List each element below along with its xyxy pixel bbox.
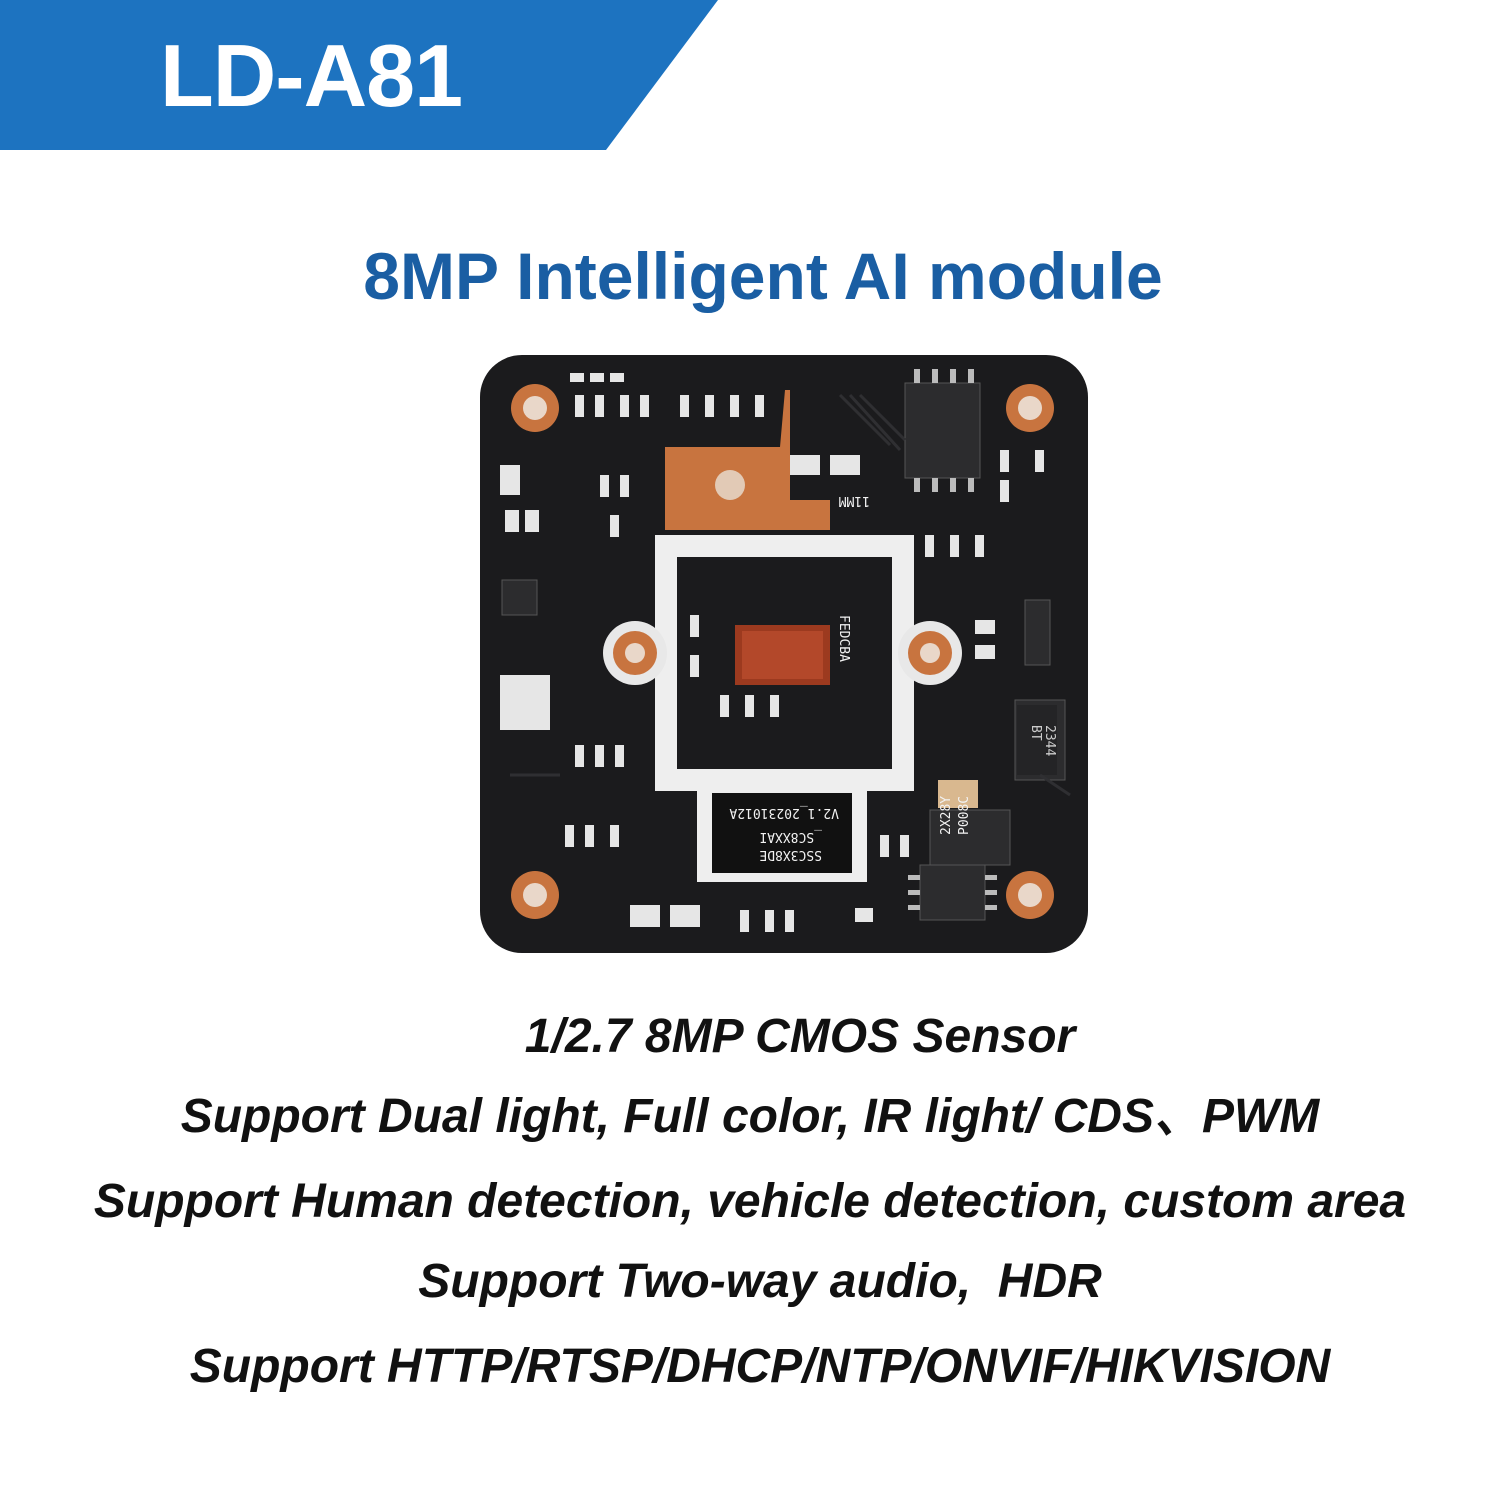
lens-mount-holes bbox=[603, 621, 962, 685]
tantalum-capacitor bbox=[938, 780, 978, 808]
header-banner bbox=[0, 0, 718, 150]
inductor bbox=[1017, 705, 1057, 775]
label-plate bbox=[712, 793, 852, 873]
copper-pad bbox=[665, 390, 830, 530]
chip-label-1: 2X28Y bbox=[939, 796, 954, 835]
chip-label-3: BT bbox=[1028, 725, 1043, 741]
ic-pins bbox=[908, 369, 997, 910]
silkscreen-model: _SC8XXAI bbox=[759, 829, 822, 844]
camera-module-board-image: V2.1_20231012A _SC8XXAI SSC3X8DE FEDCBA … bbox=[480, 355, 1088, 953]
chip-label-0: FEDCBA bbox=[836, 615, 851, 662]
feature-item: Support HTTP/RTSP/DHCP/NTP/ONVIF/HIKVISI… bbox=[189, 1340, 1331, 1393]
banner-shape bbox=[0, 0, 718, 150]
silkscreen-part: SSC3X8DE bbox=[759, 847, 822, 862]
feature-item: Support Two-way audio, HDR bbox=[418, 1255, 1102, 1308]
chip-label-2: P008C bbox=[957, 796, 972, 835]
feature-item: 1/2.7 8MP CMOS Sensor bbox=[524, 1010, 1076, 1063]
mounting-holes bbox=[511, 384, 1054, 919]
silkscreen-text: V2.1_20231012A _SC8XXAI SSC3X8DE FEDCBA … bbox=[729, 493, 1057, 862]
product-headline: 8MP Intelligent AI module bbox=[363, 239, 1163, 313]
chip-label-5: 11MM bbox=[839, 493, 870, 508]
model-title: LD-A81 bbox=[160, 26, 463, 125]
feature-item: Support Dual light, Full color, IR light… bbox=[180, 1090, 1320, 1143]
silkscreen-version: V2.1_20231012A bbox=[729, 805, 839, 820]
chip-label-4: 2344 bbox=[1042, 725, 1057, 756]
feature-item: Support Human detection, vehicle detecti… bbox=[93, 1175, 1407, 1228]
pcb-traces bbox=[510, 393, 1071, 797]
smd-components bbox=[500, 373, 1044, 932]
